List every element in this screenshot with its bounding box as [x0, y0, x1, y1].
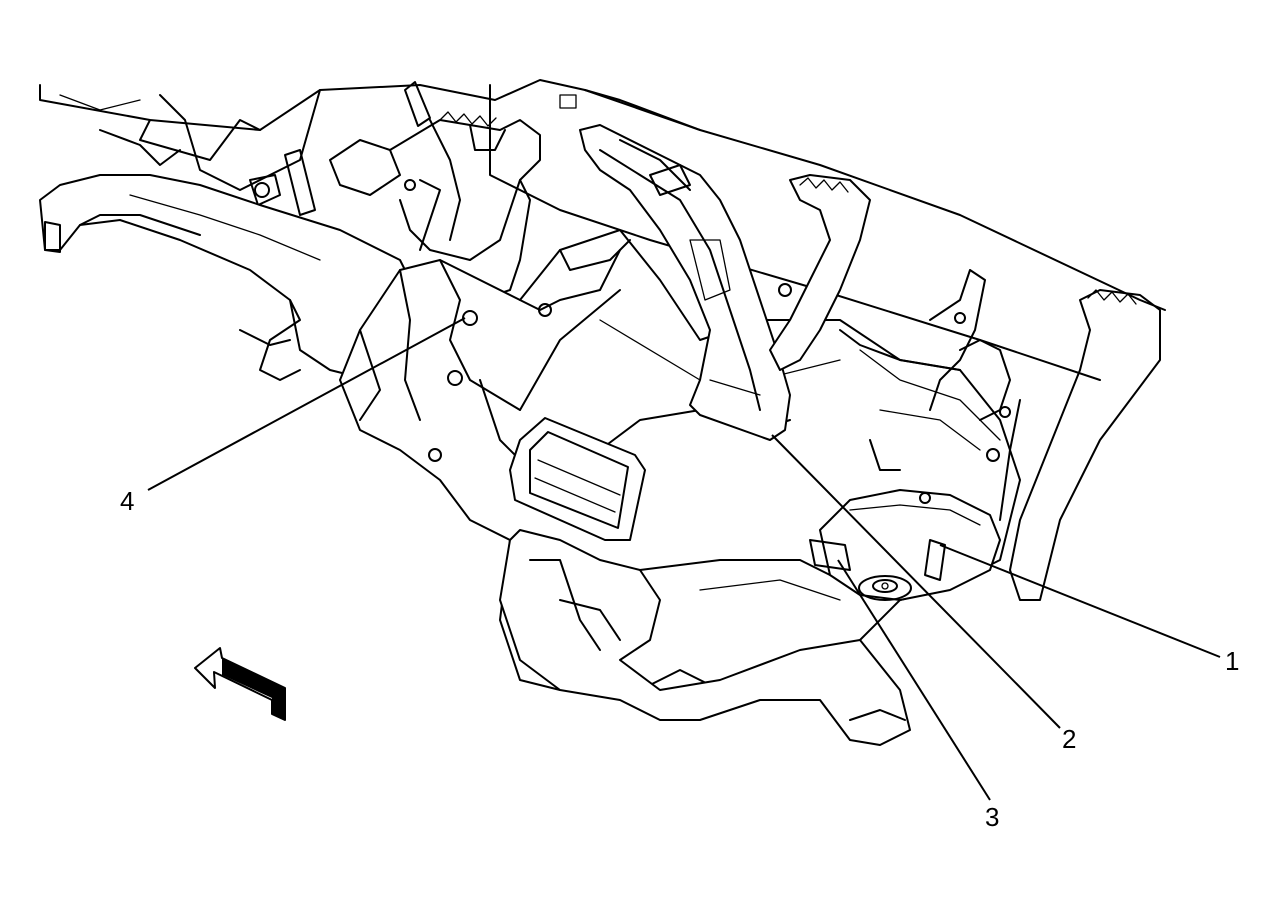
- direction-arrow-icon: [194, 647, 286, 721]
- leader-lines: [147, 317, 1221, 801]
- callout-1: 1: [1225, 646, 1239, 676]
- callout-labels: 1 2 3 4: [120, 486, 1239, 832]
- fasteners: [254, 179, 1011, 504]
- callout-3: 3: [985, 802, 999, 832]
- left-duct: [39, 174, 421, 381]
- leader-3: [837, 559, 991, 801]
- lower-duct: [499, 529, 911, 746]
- leader-1: [939, 544, 1221, 658]
- callout-4: 4: [120, 486, 134, 516]
- vent-outlet: [509, 417, 646, 541]
- leader-2: [771, 434, 1061, 729]
- right-bracket: [769, 174, 1161, 601]
- upper-left-brackets: [249, 81, 541, 301]
- blower-motor: [809, 489, 1001, 601]
- callout-2: 2: [1062, 724, 1076, 754]
- center-bracket: [579, 124, 791, 441]
- leader-4: [147, 317, 466, 491]
- hvac-case: [339, 229, 1021, 691]
